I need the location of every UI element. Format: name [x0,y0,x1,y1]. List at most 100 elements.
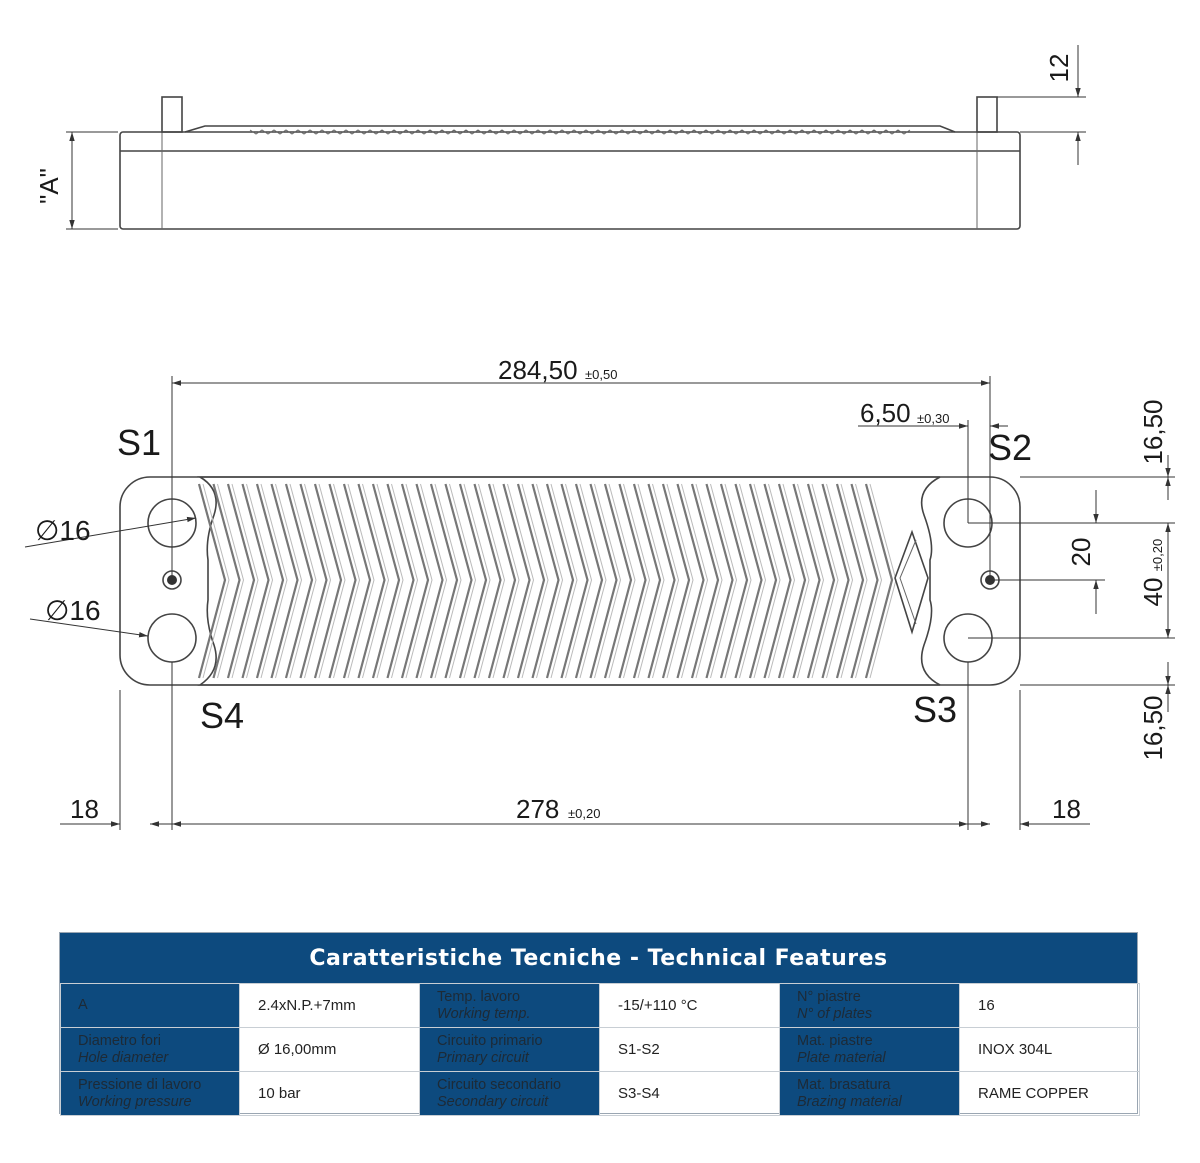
corrugation-chevron [864,483,894,679]
leader-hole-upper [24,516,197,548]
corrugation-chevron-shade [753,483,781,679]
corrugation-chevron-shade [826,483,854,679]
corrugation-chevron [284,483,314,679]
dim-284-value: 284,50 [498,355,578,385]
corrugation-chevron [835,483,865,679]
side-view-plate-pack [184,125,956,133]
dim-650-value: 6,50 [860,398,911,428]
port-label-s4: S4 [200,695,244,736]
corrugation-chevron-shade [608,483,636,679]
corrugation-chevron [647,483,676,679]
dim-hole-upper: ∅16 [35,515,91,546]
dim-650-tolerance: ±0,30 [917,411,949,426]
dim-40-value: 40 [1138,578,1168,607]
value-secondary-circuit: S3-S4 [599,1071,780,1116]
corrugation-chevron-shade [391,483,419,679]
value-plates: 16 [959,983,1140,1028]
features-title: Caratteristiche Tecniche - Technical Fea… [60,933,1137,983]
corrugation-chevron-shade [695,483,723,679]
corrugation-chevron-shade [304,483,332,679]
corrugation-chevron [603,483,633,679]
corrugation-chevron [618,483,647,679]
corrugation-chevron-shade [811,483,839,679]
dim-278-value: 278 [516,794,559,824]
corrugation-chevron [313,483,343,679]
corrugation-chevron [255,483,285,679]
corrugation-chevron [545,483,575,679]
corrugation-chevron [806,483,836,679]
dim-1650-bottom: 16,50 [1138,695,1168,760]
corrugation-chevron-shade [768,483,796,679]
corrugation-chevron [763,483,792,679]
corrugation-chevron-shade [855,483,883,679]
corrugation-chevron-shade [666,483,694,679]
corrugation-chevron-shade [275,483,303,679]
technical-features-table: Caratteristiche Tecniche - Technical Fea… [59,932,1140,1116]
corrugation-chevron [661,483,691,679]
corrugation-chevron-shade [594,483,622,679]
corrugation-chevron [371,483,401,679]
corrugation-chevron [777,483,807,679]
corrugation-chevron-shade [797,483,825,679]
corrugation-chevron-shade [463,483,491,679]
corrugation-chevron [328,483,357,679]
corrugation-chevron [748,483,778,679]
corrugation-chevron [400,483,430,679]
corrugation-chevron [226,483,256,679]
value-primary-circuit: S1-S2 [599,1027,780,1072]
label-a: A [60,983,240,1028]
corrugation-chevron-shade [333,483,361,679]
dim-278-tolerance: ±0,20 [568,806,600,821]
dim-40-tolerance: ±0,20 [1150,539,1165,571]
leader-hole-lower [29,618,149,638]
corrugation-chevron [444,483,473,679]
dim-284-tolerance: ±0,50 [585,367,617,382]
corrugation-chevron [560,483,589,679]
corrugation-chevron [357,483,386,679]
dim-18-right: 18 [1052,794,1081,824]
corrugation-chevron [241,483,270,679]
plate-view: S1 S2 S3 S4 284,50 ±0,50 6,50 ±0,30 ∅16 … [24,355,1175,830]
corrugation-chevron [212,483,241,679]
corrugation-chevron-shade [289,483,317,679]
corrugation-chevron-shade [449,483,477,679]
plate-herringbone-pattern [197,483,897,679]
corrugation-chevron [632,483,662,679]
corrugation-chevron-shade [623,483,651,679]
corrugation-chevron [589,483,618,679]
plate-outline [119,476,1021,686]
value-plate-material: INOX 304L [959,1027,1140,1072]
side-view-connection-right [976,96,998,133]
corrugation-chevron-shade [202,483,230,679]
side-view: "A" 12 [34,45,1086,230]
plate-field-outline [197,476,941,686]
corrugation-chevron [197,483,227,679]
side-view-connection-left [161,96,183,133]
corrugation-chevron [386,483,415,679]
corrugation-chevron-shade [710,483,738,679]
corrugation-chevron-shade [782,483,810,679]
corrugation-chevron [429,483,459,679]
corrugation-chevron-shade [550,483,578,679]
corrugation-chevron-shade [507,483,535,679]
side-view-plate-ridges [249,129,911,135]
value-working-pressure: 10 bar [239,1071,420,1116]
corrugation-chevron-shade [478,483,506,679]
corrugation-chevron-shade [840,483,868,679]
corrugation-chevron [792,483,821,679]
corrugation-chevron-shade [652,483,680,679]
corrugation-chevron [574,483,604,679]
value-brazing-material: RAME COPPER [959,1071,1140,1116]
corrugation-chevron-shade [492,483,520,679]
corrugation-chevron [487,483,517,679]
corrugation-chevron-shade [362,483,390,679]
